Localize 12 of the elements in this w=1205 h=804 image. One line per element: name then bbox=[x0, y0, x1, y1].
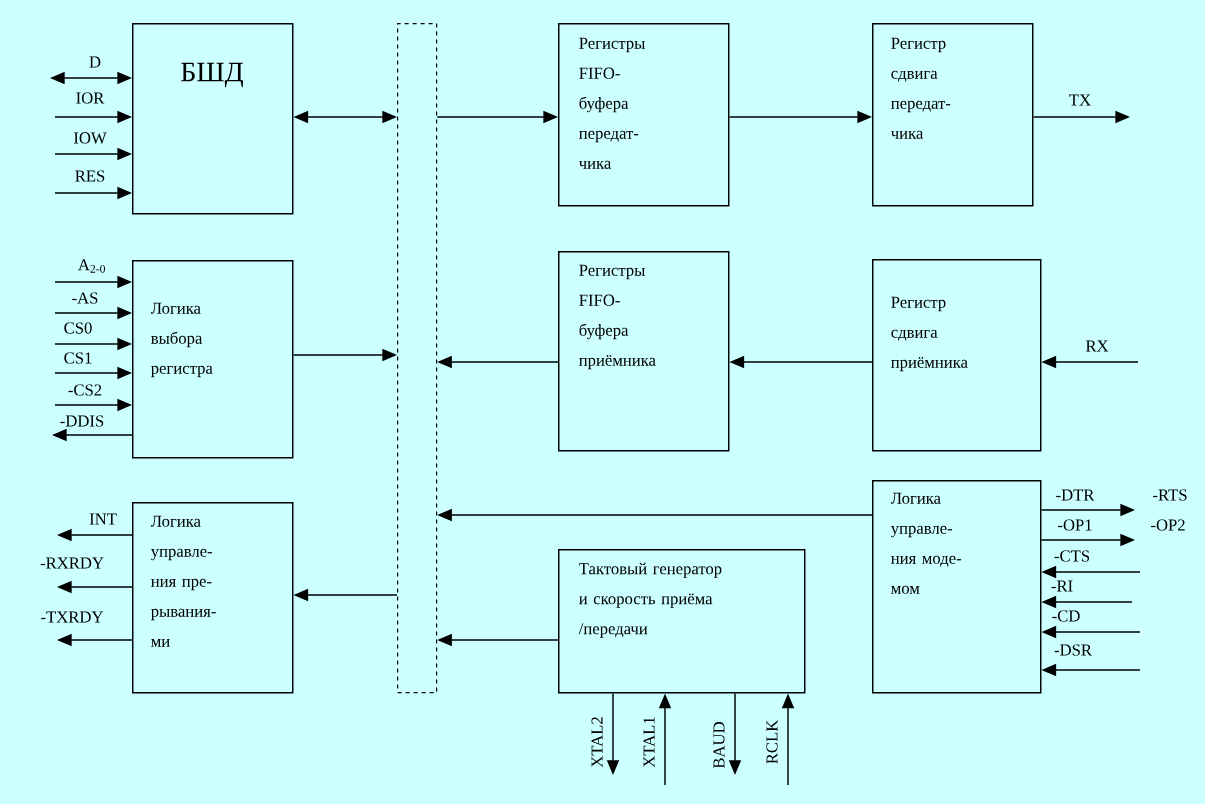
block-box: Логика управле- ния моде- мом bbox=[872, 480, 1042, 694]
signal-label: -OP2 bbox=[1151, 519, 1185, 531]
block-box: Тактовый генератор и скорость приёма /передачи bbox=[558, 549, 806, 694]
dashed-bus-box bbox=[397, 23, 438, 694]
block-box: Регистры FIFO- буфера приёмника bbox=[558, 251, 730, 452]
block-box: БШД bbox=[132, 23, 294, 215]
block-box: Логика выбора регистра bbox=[132, 260, 294, 459]
block-box: Логика управле- ния пре- рывания- ми bbox=[132, 502, 294, 694]
block-box: Регистр сдвига приёмника bbox=[872, 259, 1042, 452]
block-box: Регистры FIFO- буфера передат- чика bbox=[558, 23, 730, 207]
signal-label: -RTS bbox=[1153, 489, 1187, 501]
block-box: Регистр сдвига передат- чика bbox=[872, 23, 1034, 207]
